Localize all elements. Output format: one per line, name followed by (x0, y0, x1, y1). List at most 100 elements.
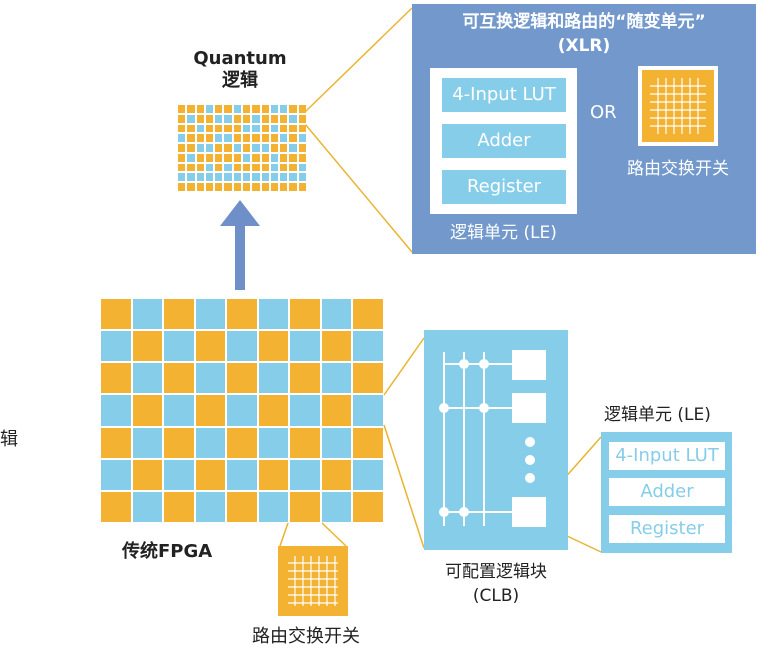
fpga-cell (132, 459, 163, 490)
quantum-cell (215, 114, 223, 123)
quantum-cell (224, 134, 232, 143)
xlr-title: 可互换逻辑和路由的“随变单元” (XLR) (412, 10, 756, 58)
quantum-cell (242, 114, 251, 123)
quantum-cell (215, 183, 223, 191)
quantum-cell (196, 163, 204, 172)
quantum-cell (298, 144, 306, 152)
quantum-cell (196, 134, 204, 143)
quantum-cell (289, 163, 297, 172)
quantum-cell (187, 114, 195, 123)
quantum-cell (280, 114, 288, 123)
fpga-cell (290, 459, 320, 490)
quantum-cell (242, 105, 251, 113)
quantum-cell (178, 173, 186, 182)
fpga-cell (227, 363, 257, 394)
quantum-cell (187, 105, 195, 113)
quantum-cell (178, 134, 186, 143)
quantum-cell (242, 124, 251, 133)
xlr-le-lut: 4-Input LUT (442, 78, 566, 112)
quantum-cell (270, 114, 279, 123)
clb-wiring (439, 350, 546, 527)
fpga-cell (227, 491, 257, 522)
quantum-cell (215, 173, 223, 182)
fpga-cell (195, 331, 226, 362)
fpga-cell (195, 459, 226, 490)
quantum-cell (289, 183, 297, 191)
xlr-panel: 可互换逻辑和路由的“随变单元” (XLR) 4-Input LUT Adder … (412, 4, 756, 254)
le-right-caption: 逻辑单元 (LE) (604, 405, 711, 425)
quantum-cell (233, 183, 241, 191)
quantum-logic-grid (178, 105, 306, 191)
routing-switch-label: 路由交换开关 (252, 626, 360, 647)
fpga-cell (321, 491, 352, 522)
quantum-cell (187, 124, 195, 133)
quantum-cell (261, 183, 269, 191)
fpga-cell (321, 363, 352, 394)
quantum-cell (215, 144, 223, 152)
quantum-cell (215, 124, 223, 133)
fpga-cell (101, 395, 131, 426)
quantum-cell (215, 163, 223, 172)
quantum-cell (233, 134, 241, 143)
le-right-register: Register (609, 515, 725, 543)
quantum-cell (242, 153, 251, 162)
clb-line-top (383, 337, 425, 396)
fpga-cell (290, 395, 320, 426)
quantum-cell (215, 105, 223, 113)
fpga-cell (227, 299, 257, 330)
quantum-cell (261, 173, 269, 182)
quantum-cell (261, 153, 269, 162)
quantum-cell (196, 183, 204, 191)
quantum-cell (196, 153, 204, 162)
fpga-cell (101, 427, 131, 458)
fpga-cell (132, 427, 163, 458)
fpga-cell (290, 299, 320, 330)
fpga-cell (290, 331, 320, 362)
quantum-cell (196, 173, 204, 182)
fpga-cell (164, 363, 194, 394)
quantum-cell (224, 144, 232, 152)
fpga-cell (164, 491, 194, 522)
quantum-title: Quantum 逻辑 (190, 48, 290, 92)
quantum-cell (224, 183, 232, 191)
xlr-or-label: OR (590, 102, 617, 123)
clb-le-box-1 (512, 350, 546, 380)
quantum-cell (280, 173, 288, 182)
fpga-cell (101, 491, 131, 522)
fpga-cell (258, 331, 289, 362)
fpga-cell (258, 459, 289, 490)
arrow-shaft (235, 222, 245, 290)
quantum-cell (178, 183, 186, 191)
quantum-cell (280, 144, 288, 152)
quantum-cell (280, 124, 288, 133)
quantum-cell (270, 163, 279, 172)
quantum-cell (205, 105, 214, 113)
quantum-cell (187, 144, 195, 152)
fpga-cell (321, 427, 352, 458)
fpga-cell (258, 427, 289, 458)
fpga-grid (100, 298, 384, 523)
xlr-le-adder: Adder (442, 124, 566, 158)
fpga-cell (101, 331, 131, 362)
fpga-cell (132, 491, 163, 522)
quantum-cell (252, 134, 260, 143)
switch-line-right (321, 522, 347, 547)
fpga-cell (195, 491, 226, 522)
quantum-cell (298, 153, 306, 162)
fpga-cell (227, 331, 257, 362)
quantum-cell (187, 163, 195, 172)
quantum-cell (187, 173, 195, 182)
le-right-adder: Adder (609, 478, 725, 506)
fpga-cell (353, 459, 383, 490)
le-right-box: 4-Input LUT Adder Register (601, 432, 732, 553)
quantum-cell (289, 173, 297, 182)
fpga-cell (321, 331, 352, 362)
fpga-cell (195, 427, 226, 458)
quantum-cell (298, 134, 306, 143)
quantum-cell (224, 114, 232, 123)
xlr-le-register: Register (442, 170, 566, 204)
quantum-cell (242, 163, 251, 172)
fpga-cell (258, 363, 289, 394)
quantum-cell (280, 153, 288, 162)
quantum-cell (224, 105, 232, 113)
